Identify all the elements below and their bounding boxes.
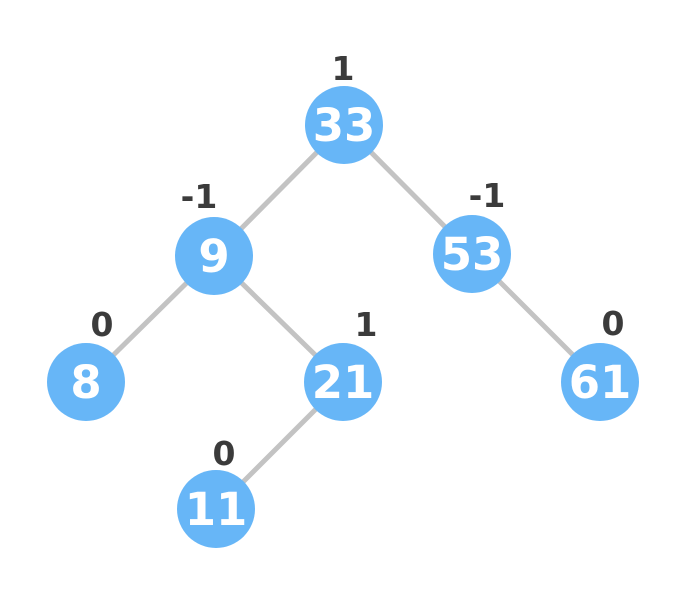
tree-node-33: 331 — [305, 49, 383, 164]
tree-node-9: 9-1 — [175, 177, 253, 295]
tree-node-53: 53-1 — [433, 176, 511, 293]
tree-node-21: 211 — [304, 305, 382, 421]
balance-factor-label: 0 — [602, 304, 625, 343]
node-value: 53 — [441, 228, 504, 281]
node-value: 21 — [312, 356, 375, 409]
node-circle — [561, 343, 639, 421]
node-value: 61 — [569, 356, 632, 409]
node-value: 33 — [313, 99, 376, 152]
node-circle — [433, 215, 511, 293]
node-circle — [177, 470, 255, 548]
balance-factor-label: 1 — [355, 305, 378, 344]
node-value: 8 — [70, 356, 101, 409]
balance-factor-label: -1 — [181, 177, 218, 216]
balance-factor-label: 0 — [91, 305, 114, 344]
node-circle — [47, 343, 125, 421]
node-circle — [305, 86, 383, 164]
node-value: 11 — [185, 483, 248, 536]
tree-node-11: 110 — [177, 434, 255, 548]
tree-node-8: 80 — [47, 305, 125, 421]
tree-node-61: 610 — [561, 304, 639, 421]
node-circle — [175, 217, 253, 295]
node-value: 9 — [198, 230, 229, 283]
balance-factor-label: 1 — [332, 49, 355, 88]
balance-factor-label: 0 — [213, 434, 236, 473]
balance-factor-label: -1 — [469, 176, 506, 215]
node-circle — [304, 343, 382, 421]
